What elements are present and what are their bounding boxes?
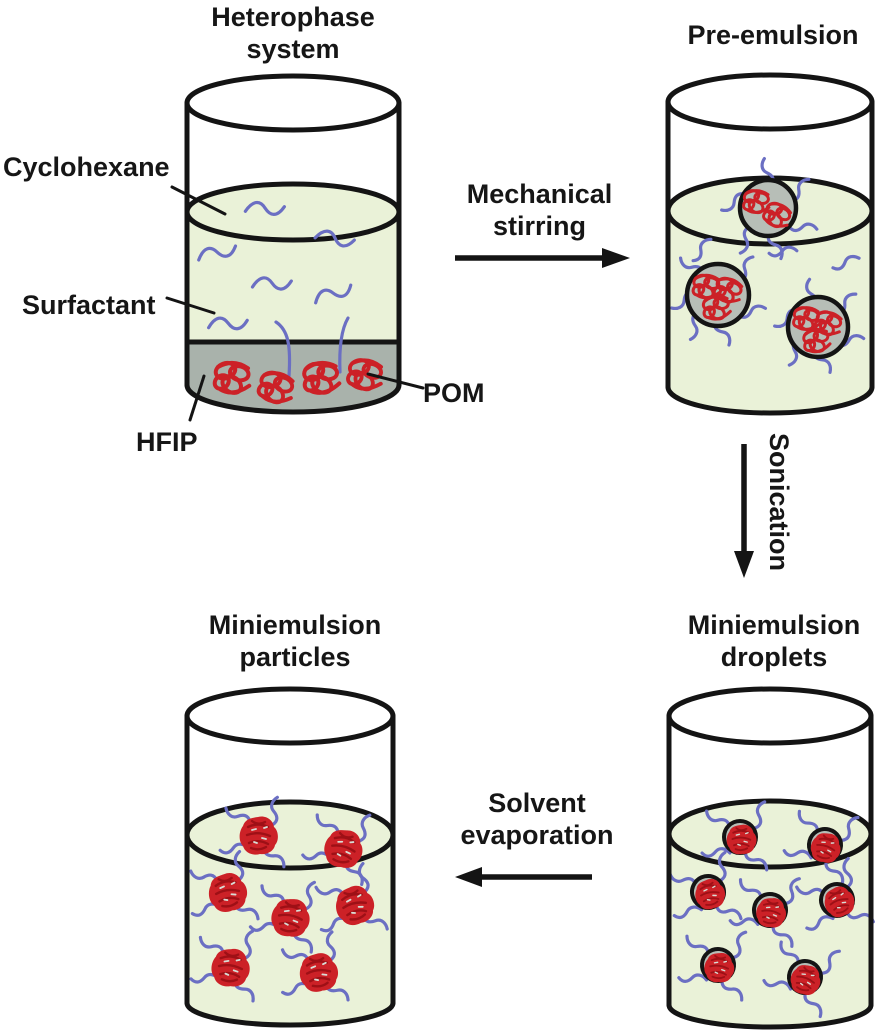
stage-title-miniemulsion-particles: Miniemulsion particles (208, 610, 382, 673)
beaker-miniemulsion-particles (183, 686, 396, 1028)
beaker-rim (184, 73, 402, 133)
liquid-surface (666, 798, 874, 870)
arrow-down-icon (734, 444, 754, 578)
emulsion-droplet (718, 156, 819, 261)
label-pointer-lines (165, 185, 425, 422)
beaker-heterophase-system (184, 73, 402, 415)
beaker-rim (665, 72, 875, 132)
surfactant-pointer (165, 296, 216, 315)
arrow-left-icon (455, 867, 592, 887)
beaker-miniemulsion-droplets (663, 686, 879, 1030)
hfip-pointer (188, 374, 206, 422)
pom-pointer (366, 372, 425, 390)
cyclohexane-pointer (170, 185, 227, 216)
process-label-mechanical-stirring: Mechanical stirring (466, 179, 613, 242)
emulsion-droplet (668, 250, 768, 347)
label-surfactant: Surfactant (22, 290, 156, 320)
label-pom: POM (423, 378, 485, 408)
stage-title-miniemulsion-droplets: Miniemulsion droplets (687, 610, 861, 673)
stage-title-pre-emulsion: Pre-emulsion (687, 20, 859, 50)
beaker-rim (666, 686, 874, 746)
hfip-phase-layer (187, 342, 399, 412)
label-hfip: HFIP (136, 427, 198, 457)
beaker-rim (184, 686, 396, 746)
process-label-solvent-evaporation: Solvent evaporation (460, 788, 614, 851)
arrow-right-icon (455, 248, 630, 268)
liquid-surface (184, 799, 396, 871)
beaker-pre-emulsion (665, 72, 875, 416)
label-cyclohexane: Cyclohexane (3, 152, 170, 182)
surfactant-squiggle-icons (196, 199, 357, 378)
process-label-sonication: Sonication (764, 433, 794, 572)
emulsion-droplet (771, 277, 866, 376)
stage-title-heterophase: Heterophase system (211, 2, 375, 65)
